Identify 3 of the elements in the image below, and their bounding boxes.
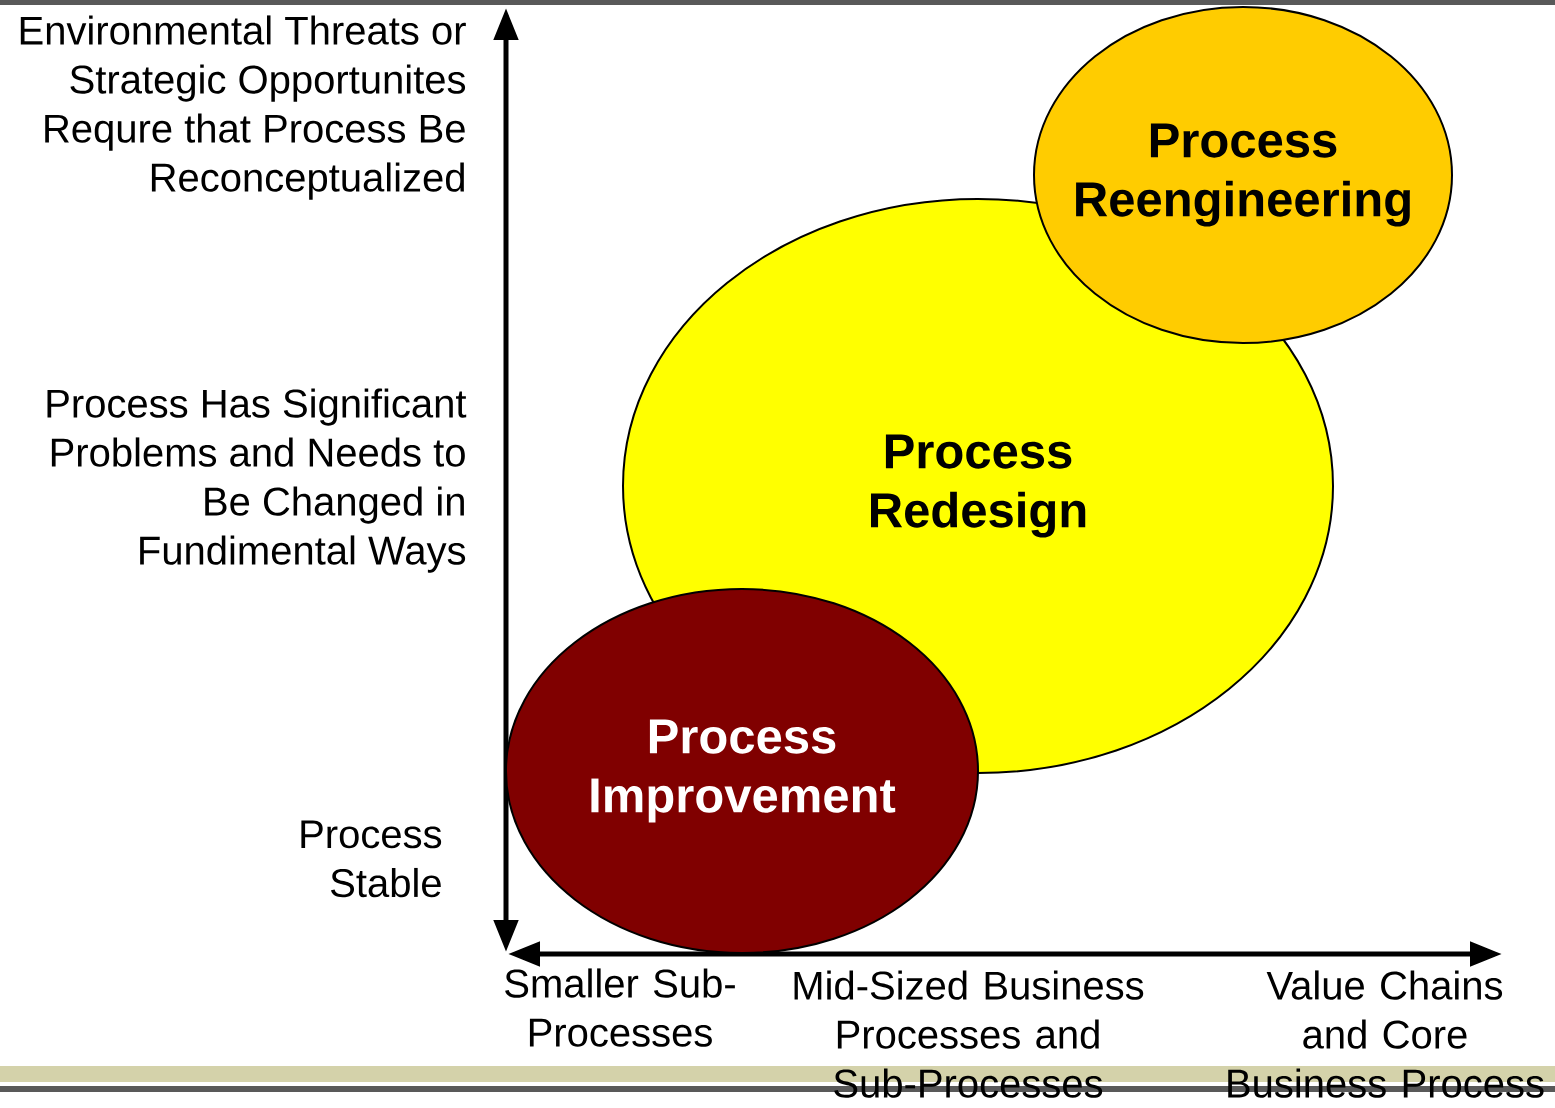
axis-label: Process Stable [301, 820, 442, 898]
axis-label: Environmental Threats or Strategic Opportunites Requre that Process Be Reconceptualized [20, 15, 466, 200]
axis-label: Process Has Significant Problems and Needs to Be Changed in Fundimental Ways [47, 388, 467, 573]
